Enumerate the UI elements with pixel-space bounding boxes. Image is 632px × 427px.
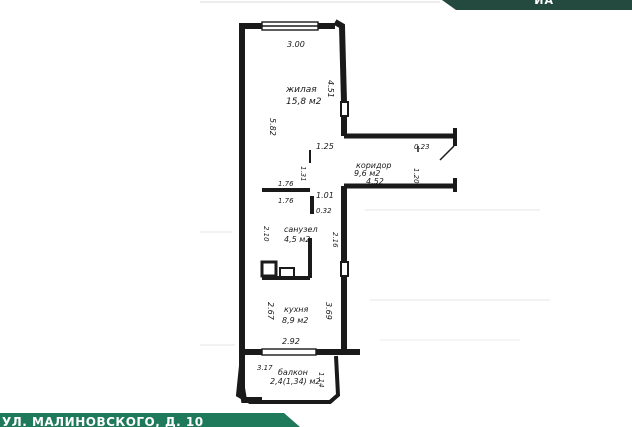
dim-5-82: 5.82 xyxy=(268,118,277,136)
dim-3-69: 3.69 xyxy=(324,302,333,320)
walls xyxy=(235,19,360,404)
dim-3-00: 3.00 xyxy=(287,40,305,49)
living-room-name: жилая xyxy=(285,85,317,95)
dimension-labels: 3.00 5.82 4.51 1.25 0.23 1.31 1.76 1.76 … xyxy=(257,40,430,388)
corner-tag-text: ИА xyxy=(534,0,554,7)
dim-2-10: 2.10 xyxy=(262,226,270,242)
corner-tag: ИА xyxy=(442,0,632,10)
dim-0-32: 0.32 xyxy=(316,207,332,215)
dim-4-51: 4.51 xyxy=(326,80,335,98)
corridor-area: 9,6 м2 xyxy=(354,169,380,178)
kitchen-door-block xyxy=(340,261,349,277)
dim-2-92: 2.92 xyxy=(282,337,300,346)
dim-2-67: 2.67 xyxy=(266,302,275,321)
corridor-name: коридор xyxy=(356,161,392,170)
scan-noise xyxy=(200,1,550,346)
dim-0-23: 0.23 xyxy=(414,143,430,151)
living-door-block xyxy=(340,101,349,117)
dim-1-76-bottom: 1.76 xyxy=(278,197,294,205)
bathroom-fixture xyxy=(260,260,278,278)
bathroom-fixture-2 xyxy=(279,267,295,279)
balcony-area: 2,4(1,34) м2 xyxy=(270,377,320,386)
windows xyxy=(261,21,349,356)
dim-1-76-top: 1.76 xyxy=(278,180,294,188)
dim-3-17: 3.17 xyxy=(257,364,273,372)
partitions xyxy=(260,150,314,280)
bathroom-area: 4,5 м2 xyxy=(284,235,310,244)
dim-1-01: 1.01 xyxy=(316,191,334,200)
kitchen-name: кухня xyxy=(284,305,309,314)
kitchen-area: 8,9 м2 xyxy=(282,316,308,325)
dim-1-20: 1.20 xyxy=(412,168,420,184)
corridor-extension xyxy=(344,128,457,192)
left-exterior-wall xyxy=(239,23,262,403)
bathroom-name: санузел xyxy=(284,225,318,234)
address-banner-text: УЛ. МАЛИНОВСКОГО, Д. 10 xyxy=(2,415,204,427)
dim-2-16: 2.16 xyxy=(331,232,339,248)
balcony-wall xyxy=(235,355,341,404)
dim-4-52: 4.52 xyxy=(366,177,384,186)
dim-1-14: 1.14 xyxy=(317,372,325,388)
right-wall-living xyxy=(333,19,347,103)
kitchen-window xyxy=(261,348,317,356)
room-labels: жилая 15,8 м2 коридор 9,6 м2 санузел 4,5… xyxy=(270,85,392,386)
dim-1-31: 1.31 xyxy=(299,166,307,182)
dim-1-25: 1.25 xyxy=(316,142,334,151)
address-banner: УЛ. МАЛИНОВСКОГО, Д. 10 xyxy=(0,413,300,427)
living-room-area: 15,8 м2 xyxy=(286,97,322,107)
balcony-name: балкон xyxy=(278,368,308,377)
